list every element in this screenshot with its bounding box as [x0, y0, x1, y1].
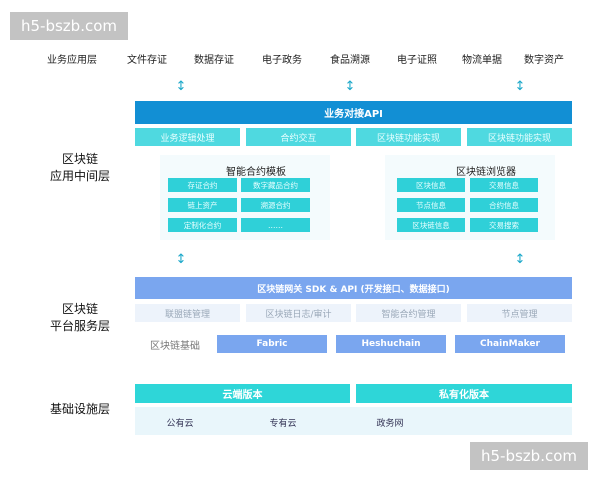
platform-row-item: 智能合约管理 [356, 304, 461, 322]
contract-template-item: 数字藏品合约 [241, 178, 310, 192]
api-row-item: 区块链功能实现 [467, 128, 572, 146]
api-row-item: 区块链功能实现 [356, 128, 461, 146]
api-row-item: 业务逻辑处理 [135, 128, 240, 146]
base-item: ChainMaker [455, 335, 565, 353]
top-label: 数据存证 [194, 54, 234, 66]
gateway-bar: 区块链网关 SDK & API (开发接口、数据接口) [135, 277, 572, 299]
top-label: 电子证照 [397, 54, 437, 66]
base-item: Fabric [217, 335, 327, 353]
browser-item: 节点信息 [397, 198, 465, 212]
contract-template-item: …… [241, 218, 310, 232]
contract-template-item: 溯源合约 [241, 198, 310, 212]
base-label: 区块链基础 [150, 340, 200, 352]
browser-item: 区块链信息 [397, 218, 465, 232]
top-label: 业务应用层 [47, 54, 97, 66]
api-bar: 业务对接API [135, 101, 572, 124]
infra-bar: 私有化版本 [356, 384, 572, 403]
infra-item: 专有云 [269, 418, 297, 429]
bidirectional-arrow-icon: ↕ [175, 251, 187, 267]
watermark: h5-bszb.com [10, 12, 128, 40]
platform-row-item: 节点管理 [467, 304, 572, 322]
base-item: Heshuchain [336, 335, 446, 353]
top-label: 食品溯源 [330, 54, 370, 66]
browser-title: 区块链浏览器 [456, 166, 516, 178]
top-label: 物流单据 [462, 54, 502, 66]
layer-label-platform: 区块链平台服务层 [35, 300, 125, 336]
layer-label-line: 平台服务层 [49, 319, 110, 333]
bidirectional-arrow-icon: ↕ [514, 78, 526, 94]
infra-items-panel [135, 407, 572, 435]
layer-label-middleware: 区块链应用中间层 [35, 150, 125, 186]
watermark: h5-bszb.com [470, 442, 588, 470]
api-row-item: 合约交互 [246, 128, 351, 146]
browser-item: 交易搜索 [470, 218, 538, 232]
layer-label-line: 区块链 [61, 152, 98, 166]
platform-row-item: 区块链日志/审计 [246, 304, 351, 322]
layer-label-line: 应用中间层 [49, 169, 110, 183]
bidirectional-arrow-icon: ↕ [344, 78, 356, 94]
top-label: 电子政务 [262, 54, 302, 66]
browser-item: 合约信息 [470, 198, 538, 212]
infra-item: 公有云 [166, 418, 194, 429]
browser-item: 交易信息 [470, 178, 538, 192]
contract-templates-title: 智能合约模板 [226, 166, 286, 178]
bidirectional-arrow-icon: ↕ [514, 251, 526, 267]
layer-label-infra: 基础设施层 [49, 401, 110, 416]
top-label: 数字资产 [524, 54, 564, 66]
contract-template-item: 存证合约 [168, 178, 237, 192]
contract-template-item: 链上资产 [168, 198, 237, 212]
browser-item: 区块信息 [397, 178, 465, 192]
infra-item: 政务网 [376, 418, 404, 429]
infra-bar: 云端版本 [135, 384, 350, 403]
layer-label-line: 区块链 [61, 302, 98, 316]
top-label: 文件存证 [127, 54, 167, 66]
contract-template-item: 定制化合约 [168, 218, 237, 232]
bidirectional-arrow-icon: ↕ [175, 78, 187, 94]
platform-row-item: 联盟链管理 [135, 304, 240, 322]
